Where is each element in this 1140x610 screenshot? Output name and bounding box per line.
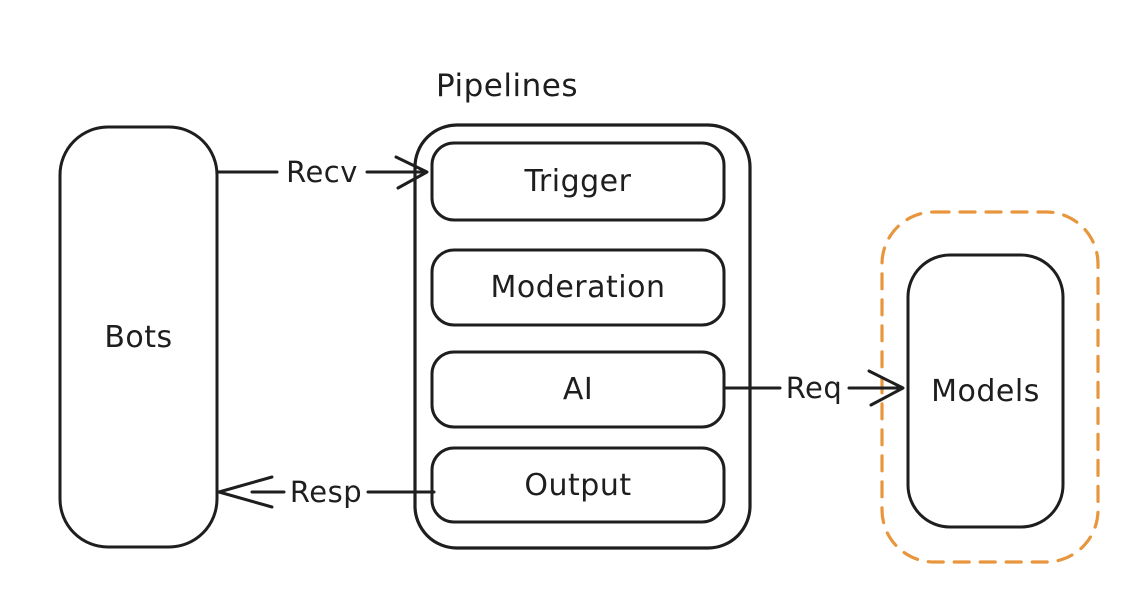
models-node-shape [906,253,1065,529]
stage-trigger-shape [430,141,726,222]
resp-edge-label: Resp [285,475,367,509]
models-node-label: Models [931,373,1040,409]
recv-arrow [215,155,429,190]
stage-moderation-shape [430,248,726,327]
stage-ai-label: AI [562,372,594,407]
bots-node-label: Bots [104,319,173,355]
pipelines-container-shape [413,123,752,550]
pipelines-title: Pipelines [436,68,578,104]
recv-edge-label: Recv [282,155,362,189]
stage-trigger-label: Trigger [524,164,632,199]
stage-moderation-label: Moderation [490,270,666,305]
bots-node-shape [58,125,219,549]
stage-output-label: Output [524,467,632,503]
stage-output-shape [430,446,726,524]
req-arrow [722,369,905,407]
req-edge-label: Req [781,371,847,405]
resp-arrow [217,475,436,509]
